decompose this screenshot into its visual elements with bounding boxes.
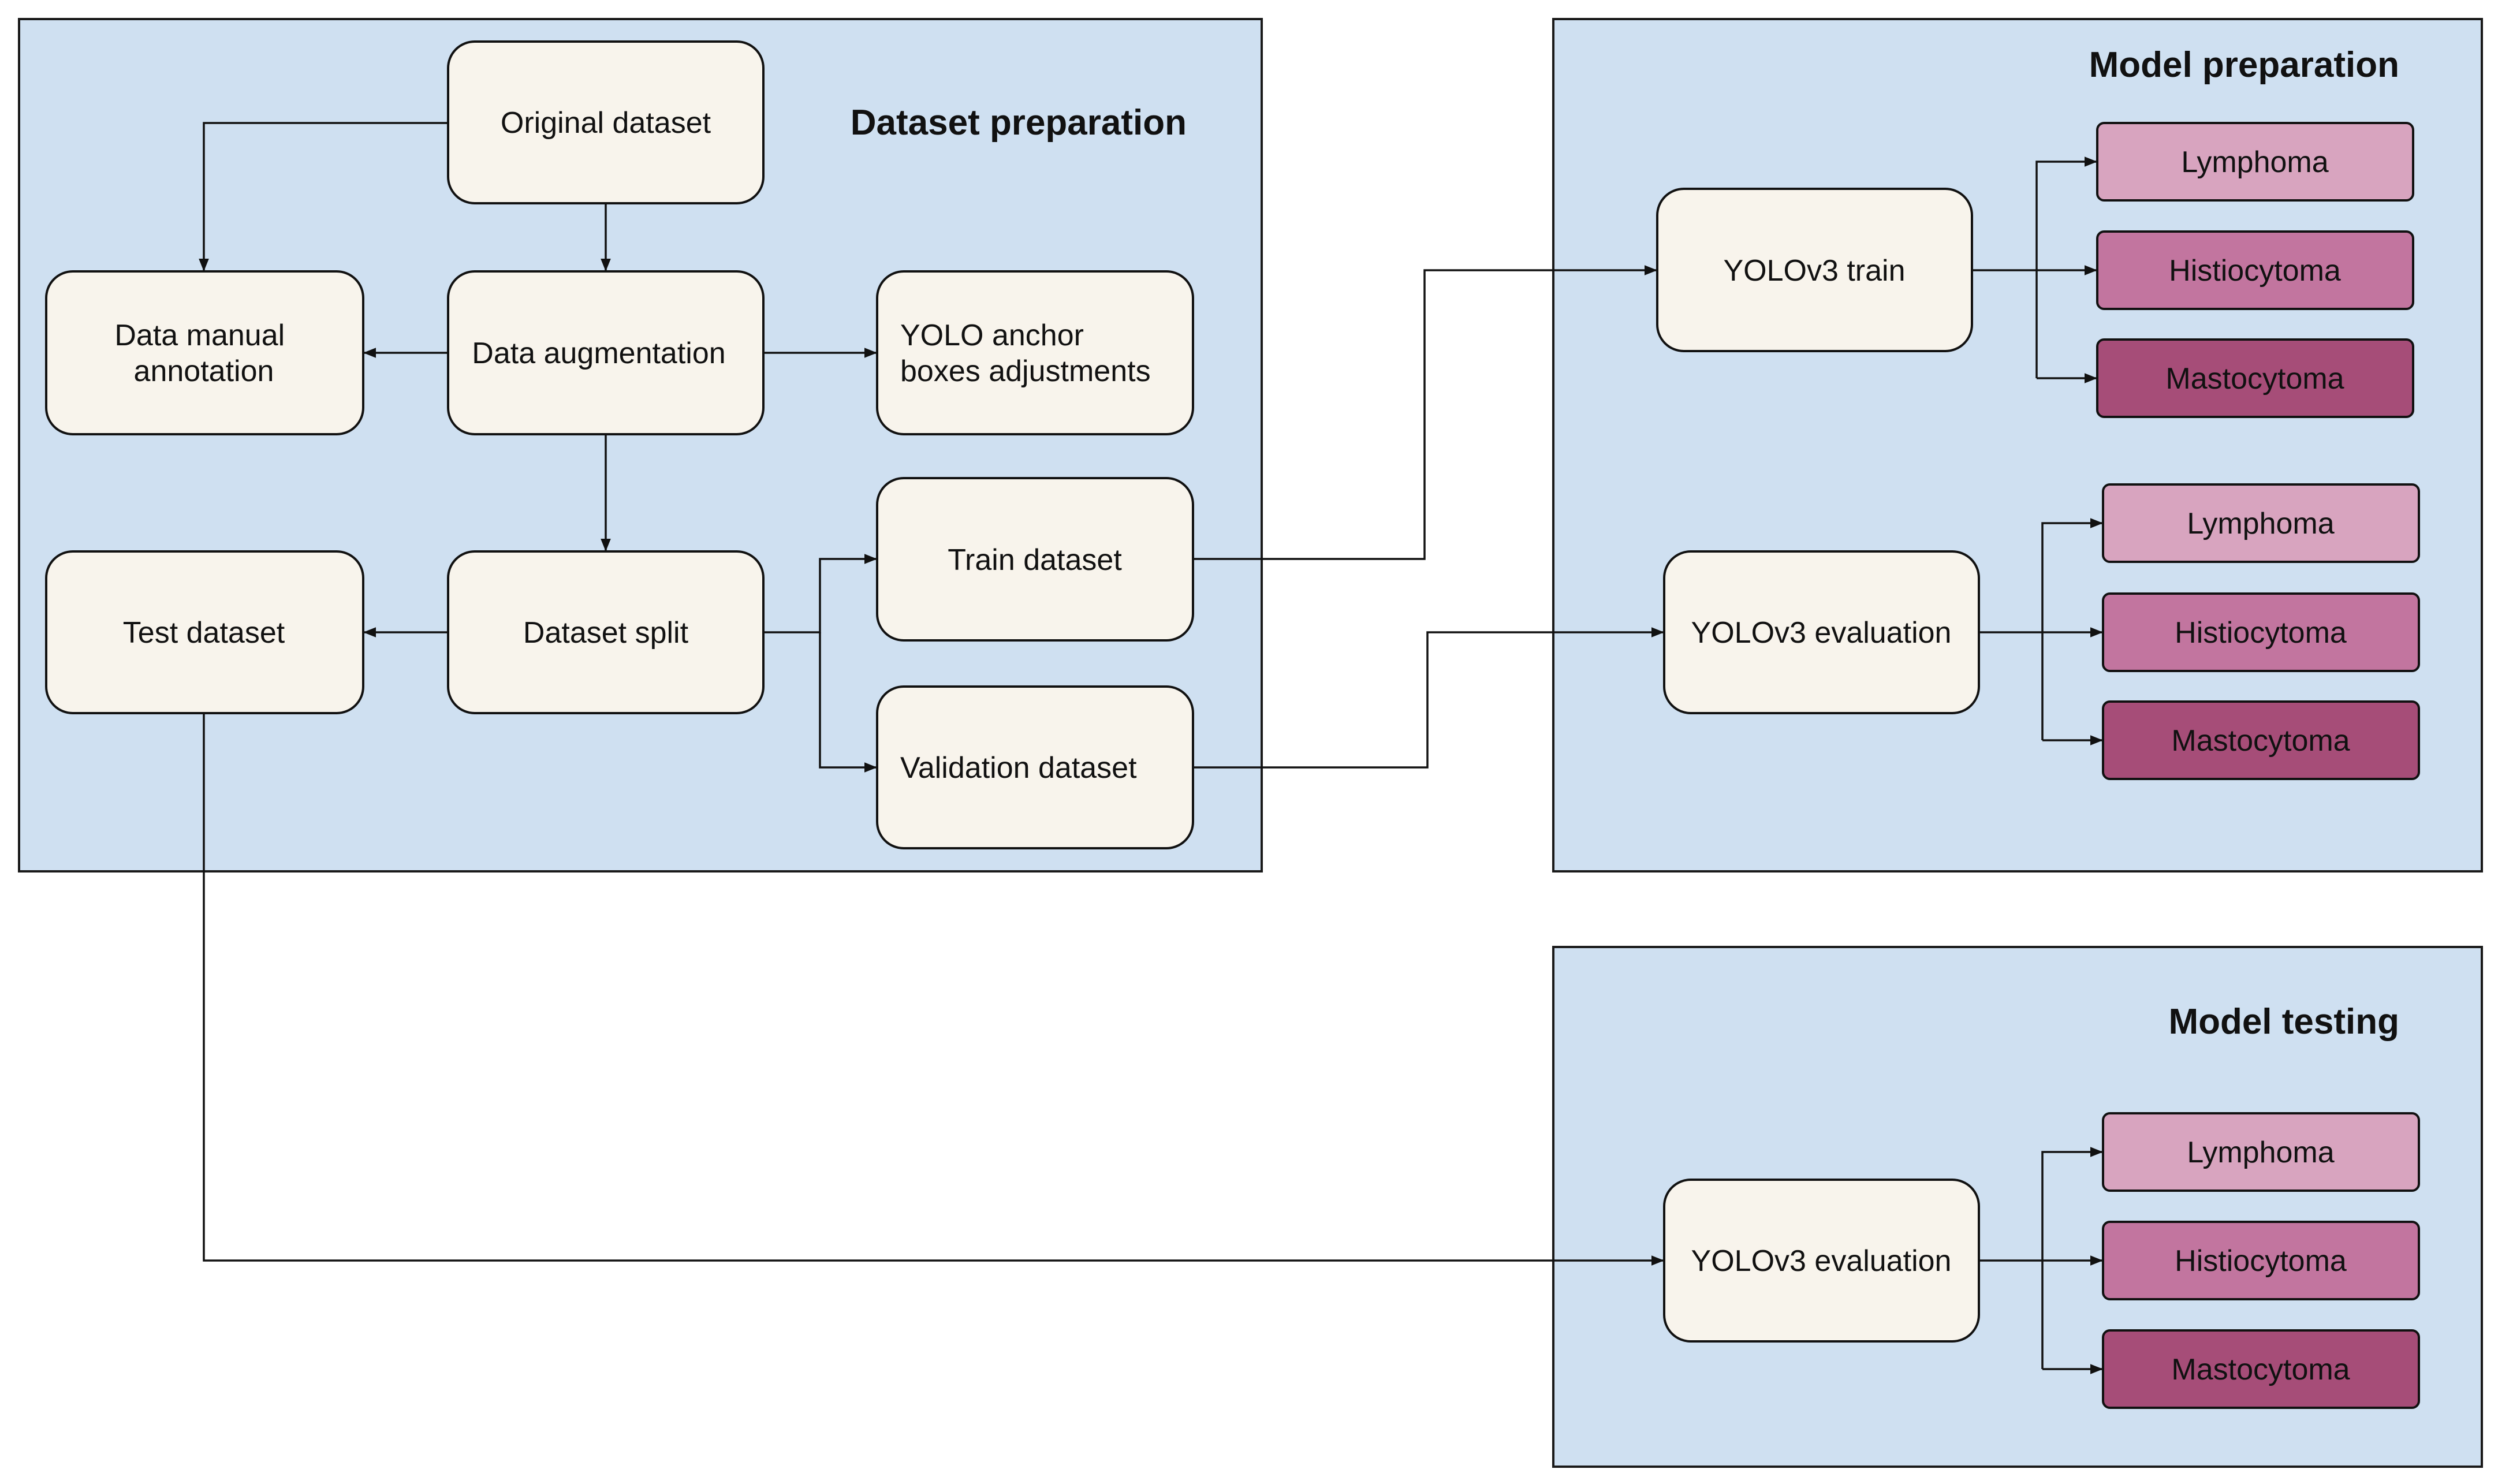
node-yolov3-evaluation: YOLOv3 evaluation [1663, 550, 1980, 714]
edge-split-to-validation [819, 632, 877, 773]
train-lymphoma-box: Lymphoma [2096, 122, 2414, 202]
node-validation-dataset: Validation dataset [876, 685, 1194, 849]
node-yolov3-evaluation-testing: YOLOv3 evaluation [1663, 1179, 1980, 1343]
edge-test-eval-to-lymphoma [2041, 1147, 2103, 1369]
node-data-manual-annotation-label: Data manual annotation [114, 319, 293, 388]
edge-validation-to-yolo-eval [1193, 627, 1664, 769]
eval-lymphoma-label: Lymphoma [2187, 507, 2334, 540]
node-yolov3-evaluation-testing-label: YOLOv3 evaluation [1691, 1244, 1952, 1278]
train-mastocytoma-label: Mastocytoma [2165, 362, 2344, 396]
node-dataset-split: Dataset split [447, 550, 765, 714]
eval-lymphoma-box: Lymphoma [2102, 483, 2420, 563]
model-preparation-title: Model preparation [2089, 45, 2399, 85]
node-data-augmentation-label: Data augmentation [472, 337, 725, 370]
node-dataset-split-label: Dataset split [523, 616, 689, 650]
edge-train-to-lymphoma [2035, 156, 2097, 378]
node-original-dataset-label: Original dataset [501, 106, 711, 140]
train-lymphoma-label: Lymphoma [2181, 146, 2328, 179]
node-data-augmentation: Data augmentation [447, 270, 765, 435]
test-lymphoma-label: Lymphoma [2187, 1136, 2334, 1169]
train-histiocytoma-box: Histiocytoma [2096, 230, 2414, 310]
node-test-dataset: Test dataset [45, 550, 364, 714]
edge-train-to-yolo-train [1193, 265, 1657, 560]
train-mastocytoma-box: Mastocytoma [2096, 338, 2414, 418]
node-data-manual-annotation: Data manual annotation [45, 270, 364, 435]
node-train-dataset-label: Train dataset [948, 543, 1122, 577]
edge-test-to-yolo-eval-test [203, 713, 1664, 1266]
node-validation-dataset-label: Validation dataset [900, 751, 1137, 785]
node-yolov3-evaluation-label: YOLOv3 evaluation [1691, 616, 1952, 650]
test-histiocytoma-box: Histiocytoma [2102, 1221, 2420, 1300]
test-lymphoma-box: Lymphoma [2102, 1112, 2420, 1192]
test-histiocytoma-label: Histiocytoma [2175, 1244, 2347, 1278]
edges [199, 122, 2103, 1374]
dataset-preparation-title: Dataset preparation [851, 103, 1187, 143]
eval-mastocytoma-label: Mastocytoma [2171, 724, 2350, 758]
eval-histiocytoma-box: Histiocytoma [2102, 592, 2420, 672]
eval-histiocytoma-label: Histiocytoma [2175, 616, 2347, 650]
node-original-dataset: Original dataset [447, 40, 765, 204]
node-yolov3-train: YOLOv3 train [1656, 188, 1973, 352]
test-mastocytoma-box: Mastocytoma [2102, 1329, 2420, 1409]
edge-eval-to-lymphoma [2041, 518, 2103, 740]
node-test-dataset-label: Test dataset [123, 616, 285, 650]
node-yolo-anchor-boxes: YOLO anchor boxes adjustments [876, 270, 1194, 435]
eval-mastocytoma-box: Mastocytoma [2102, 700, 2420, 780]
node-yolo-anchor-boxes-label: YOLO anchor boxes adjustments [900, 319, 1151, 388]
edge-original-to-annotation [199, 122, 448, 271]
node-yolov3-train-label: YOLOv3 train [1723, 254, 1905, 288]
train-histiocytoma-label: Histiocytoma [2169, 254, 2341, 288]
test-mastocytoma-label: Mastocytoma [2171, 1353, 2350, 1386]
model-testing-title: Model testing [2168, 1002, 2399, 1042]
node-train-dataset: Train dataset [876, 477, 1194, 642]
edge-split-to-train [763, 554, 877, 633]
